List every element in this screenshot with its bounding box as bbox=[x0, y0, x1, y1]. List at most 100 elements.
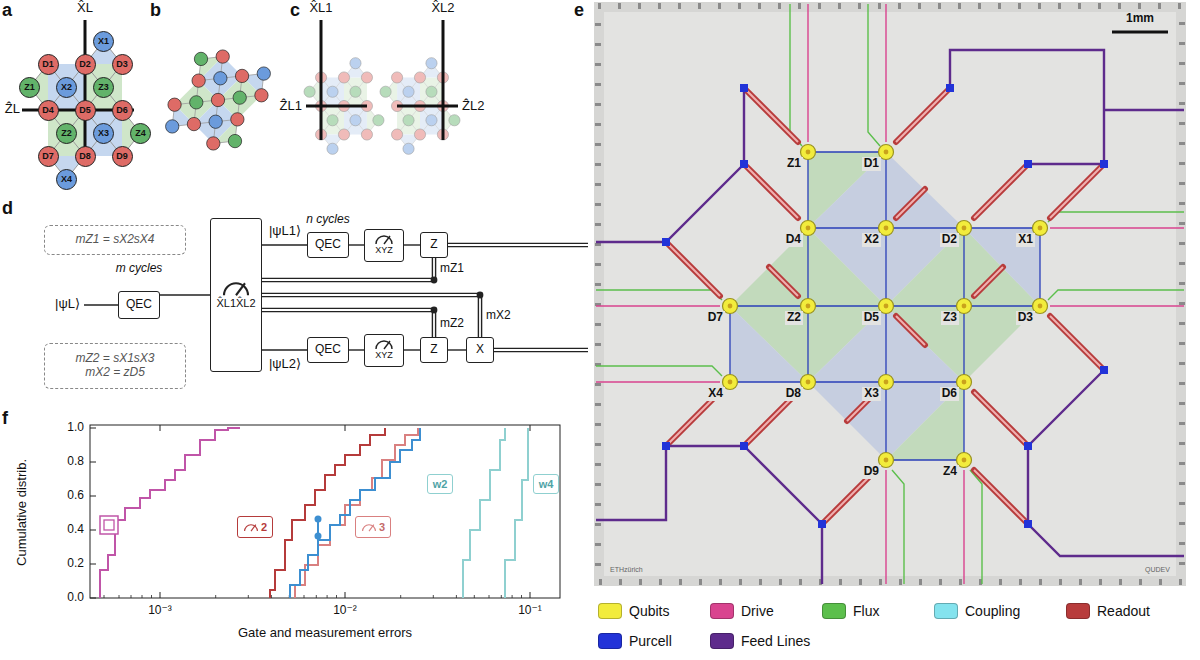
qubit-circle: D3 bbox=[112, 54, 133, 75]
error-plot-part bbox=[90, 425, 530, 598]
node-text: X2 bbox=[61, 82, 72, 92]
legend-item: Flux bbox=[822, 603, 879, 619]
error-plot-part bbox=[104, 520, 114, 530]
error-plot-part bbox=[90, 425, 560, 598]
chip-photo-part bbox=[598, 6, 1182, 582]
lattice-c-part-part-part bbox=[380, 58, 460, 155]
qubit-label: D4 bbox=[784, 233, 803, 247]
node-text: XYZ bbox=[375, 350, 393, 360]
panel-letter: e bbox=[574, 0, 584, 21]
panel-letter: d bbox=[2, 198, 13, 219]
syndrome-note: mZ1 = sX2sX4 bbox=[44, 225, 186, 255]
meter-symbol bbox=[221, 280, 251, 297]
panel-letter: f bbox=[2, 408, 8, 429]
qubit-label: Z3 bbox=[941, 311, 959, 325]
chip-photo-part bbox=[596, 4, 1184, 584]
error-plot bbox=[90, 425, 560, 598]
chip-photo-part bbox=[1100, 160, 1108, 168]
chip-photo-part bbox=[1024, 520, 1032, 528]
chip-photo-part bbox=[740, 84, 748, 92]
qubit-circle: D4 bbox=[38, 100, 59, 121]
tick-label: 10⁻³ bbox=[148, 604, 172, 618]
quantum-wire bbox=[262, 245, 307, 246]
chip-photo-part bbox=[604, 12, 1176, 576]
lattice-c-part bbox=[304, 58, 460, 155]
qubit-circle: Z1 bbox=[19, 77, 40, 98]
node-text: w2 bbox=[433, 478, 448, 491]
qubit-label: D2 bbox=[940, 233, 959, 247]
chip-photo-part bbox=[740, 160, 748, 168]
scale-bar-label: 1mm bbox=[1126, 12, 1154, 26]
legend-text: Feed Lines bbox=[741, 633, 810, 649]
node-text: 2 bbox=[261, 521, 267, 534]
wire-line bbox=[262, 349, 307, 350]
correction-gate: X bbox=[466, 337, 494, 363]
quantum-wire bbox=[160, 295, 210, 296]
classical-wire bbox=[262, 258, 437, 283]
node-text: QEC bbox=[315, 238, 341, 252]
qubit-circle: D1 bbox=[38, 54, 59, 75]
qubit-label: D7 bbox=[706, 311, 725, 325]
tick-label: 10⁻¹ bbox=[518, 604, 542, 618]
curve-label: 3 bbox=[355, 516, 391, 538]
node-text: mX2 = zD5 bbox=[85, 366, 145, 380]
node-text: Z3 bbox=[98, 82, 109, 92]
logical-operator: X̂L1 bbox=[309, 1, 332, 16]
error-plot-part bbox=[505, 428, 528, 598]
circuit-wires-part bbox=[440, 243, 588, 248]
lattice-c-part bbox=[320, 20, 323, 140]
panel-letter: b bbox=[150, 0, 161, 21]
state-label: |ψL⟩ bbox=[55, 297, 80, 312]
qec-block: QEC bbox=[307, 232, 349, 258]
legend-item: Purcell bbox=[598, 633, 672, 649]
tick-label: 10⁻² bbox=[333, 604, 357, 618]
classical-wire bbox=[262, 307, 437, 337]
lattice-c-part bbox=[442, 20, 445, 140]
node-text: X4 bbox=[61, 174, 72, 184]
chip-photo-part bbox=[596, 50, 1184, 584]
node-text: Z2 bbox=[61, 128, 72, 138]
wire-line bbox=[262, 258, 434, 280]
qubit-label: D6 bbox=[940, 387, 959, 401]
panel-letter: a bbox=[2, 0, 12, 21]
chip-photo-part-part bbox=[886, 382, 964, 460]
node-text: D6 bbox=[116, 105, 128, 115]
control-dot bbox=[431, 307, 438, 314]
wire-line bbox=[448, 349, 466, 350]
legend-item: Feed Lines bbox=[710, 633, 810, 649]
wire-line bbox=[349, 244, 364, 245]
circuit-wires-part bbox=[84, 304, 122, 305]
node-text: mZ2 = sX1sX3 bbox=[75, 352, 154, 366]
node-text: D4 bbox=[42, 105, 54, 115]
circuit-wires-part bbox=[486, 348, 588, 353]
logo-text: QUDEV bbox=[1145, 566, 1170, 574]
legend-swatch bbox=[710, 603, 734, 619]
qec-block: QEC bbox=[307, 337, 349, 363]
node-text: QEC bbox=[315, 343, 341, 357]
logical-operator: ẐL1 bbox=[278, 99, 304, 114]
error-plot-part bbox=[463, 428, 505, 598]
qubit-circle: D2 bbox=[75, 54, 96, 75]
node-text: D8 bbox=[79, 151, 91, 161]
node-text: X1 bbox=[98, 36, 109, 46]
legend-swatch bbox=[934, 603, 958, 619]
qubit-label: Z1 bbox=[785, 157, 803, 171]
legend-swatch bbox=[598, 633, 622, 649]
quantum-wire bbox=[404, 350, 420, 351]
tick-label: 0.2 bbox=[67, 557, 84, 571]
cycle-count: m cycles bbox=[116, 262, 163, 276]
node-text: X3 bbox=[98, 128, 109, 138]
chip-photo-part bbox=[596, 4, 1184, 584]
qubit-circle: Z4 bbox=[130, 123, 151, 144]
legend-text: Purcell bbox=[629, 633, 672, 649]
qubit-circle: X1 bbox=[93, 31, 114, 52]
lattice-c-part-part-part bbox=[304, 58, 384, 155]
qubit-label: X4 bbox=[706, 387, 725, 401]
wire-line bbox=[262, 310, 434, 337]
legend-item: Drive bbox=[710, 603, 774, 619]
wire-line bbox=[349, 349, 364, 350]
wire-line bbox=[262, 258, 434, 280]
chip-photo-part bbox=[740, 442, 748, 450]
correction-gate: Z bbox=[420, 337, 448, 363]
chip-photo-part bbox=[662, 238, 670, 246]
